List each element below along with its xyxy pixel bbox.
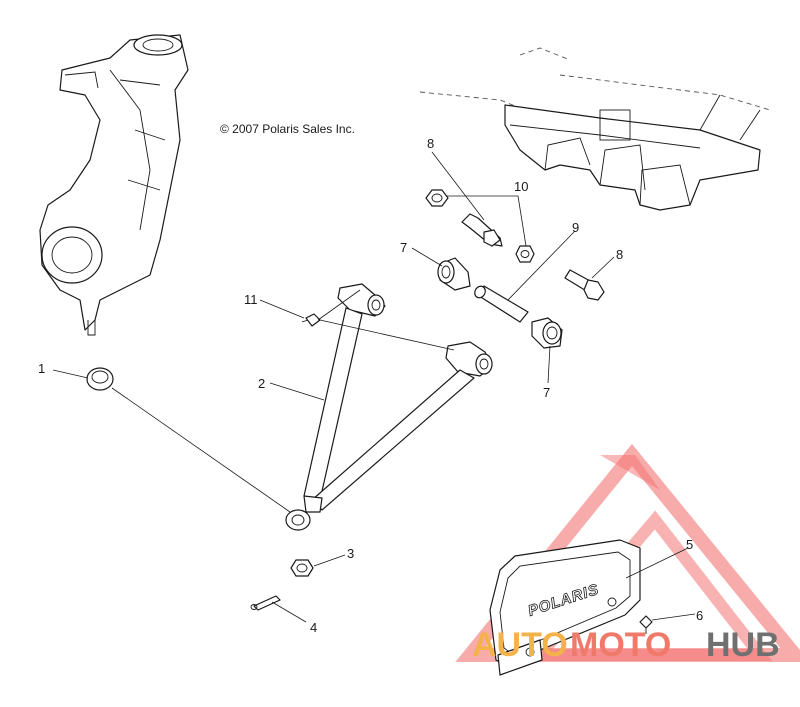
a-arm [285,283,493,531]
grease-fitting [301,313,321,327]
cotter-pin [250,595,281,611]
castle-nut [290,559,314,577]
callout-labels: 1 2 3 4 5 6 7 7 8 8 9 10 11 [38,136,703,635]
sleeve [474,285,529,323]
bolt-upper [461,213,503,247]
callout-2: 2 [258,376,265,391]
bushing-upper [437,257,471,291]
locknut-upper [425,189,449,207]
copyright-text: © 2007 Polaris Sales Inc. [220,122,355,136]
bolt-lower [564,269,605,301]
hardware-cluster [425,189,605,349]
callout-7-upper: 7 [400,240,407,255]
callout-4: 4 [310,620,317,635]
watermark-text: AUTO MOTO HUB [472,626,780,664]
skid-plate: POLARIS [489,539,641,676]
callout-6: 6 [696,608,703,623]
watermark-auto: AUTO [472,626,568,664]
callout-7-lower: 7 [543,385,550,400]
callout-8-upper: 8 [427,136,434,151]
bushing-lower [531,317,563,349]
frame-section [419,47,771,211]
watermark-moto: MOTO [570,626,671,664]
leader-lines [52,151,696,623]
watermark-hub: HUB [706,626,780,664]
callout-9: 9 [572,220,579,235]
seal-ring [86,367,114,391]
callout-3: 3 [347,546,354,561]
callout-1: 1 [38,361,45,376]
callout-8-lower: 8 [616,247,623,262]
callout-5: 5 [686,537,693,552]
locknut-lower [515,245,535,263]
callout-10: 10 [514,179,528,194]
steering-knuckle [39,34,189,336]
screw [639,615,653,634]
callout-11: 11 [244,292,258,307]
